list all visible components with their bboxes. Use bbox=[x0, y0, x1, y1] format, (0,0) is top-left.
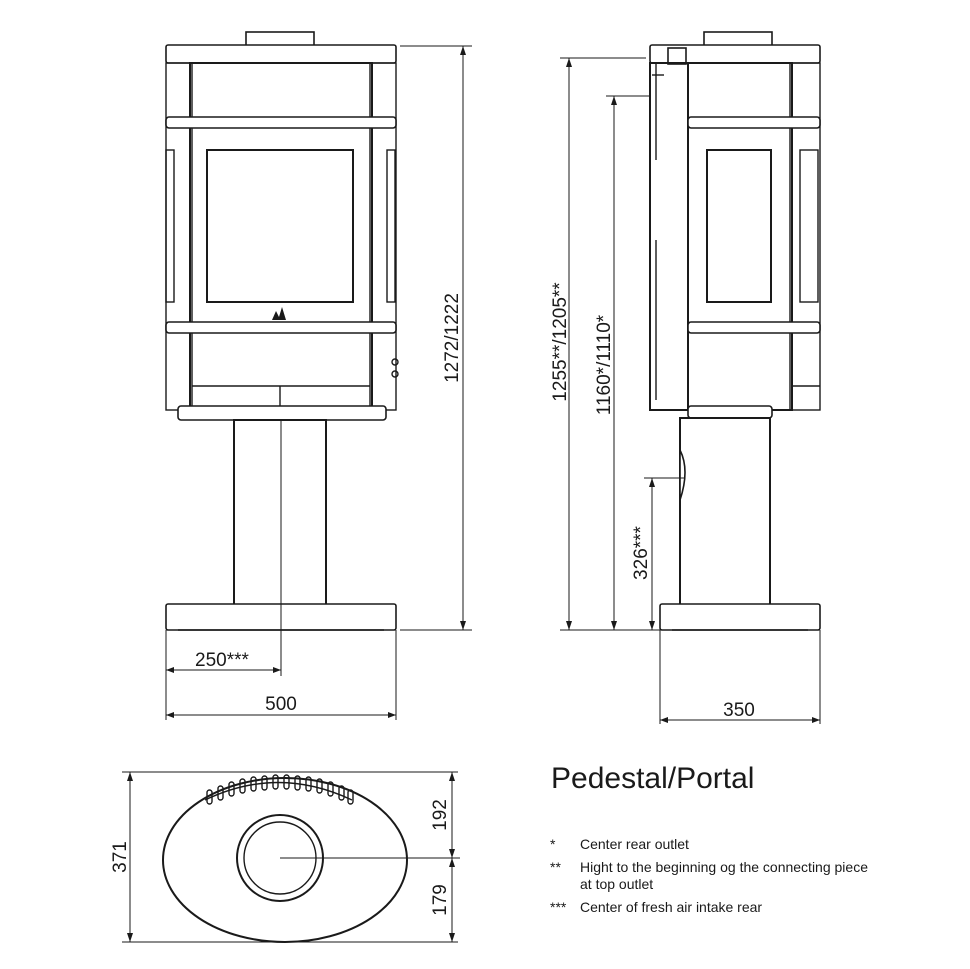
dim-base-front-offset: 192 bbox=[430, 799, 451, 831]
front-logo-icon bbox=[272, 307, 286, 320]
notes-legend: * Center rear outlet ** Hight to the beg… bbox=[550, 836, 870, 922]
note-text: Hight to the beginning og the connecting… bbox=[580, 859, 868, 892]
side-dimensions: 1255**/1205** 1160*/1110* 326*** 350 bbox=[550, 57, 821, 724]
side-top-outlet bbox=[703, 31, 773, 47]
front-top-plate bbox=[165, 44, 397, 64]
note-item: ** Hight to the beginning og the connect… bbox=[550, 859, 870, 893]
dim-base-depth: 371 bbox=[110, 841, 131, 873]
front-door-window bbox=[206, 149, 354, 303]
note-item: *** Center of fresh air intake rear bbox=[550, 899, 870, 916]
dim-front-air-offset: 250*** bbox=[195, 650, 249, 671]
dim-front-width: 500 bbox=[265, 694, 297, 715]
dim-front-total-height: 1272/1222 bbox=[442, 293, 463, 383]
dim-side-outlet-height: 1160*/1110* bbox=[594, 314, 615, 415]
note-text: Center rear outlet bbox=[580, 836, 689, 852]
base-vent-slots bbox=[204, 774, 354, 805]
note-text: Center of fresh air intake rear bbox=[580, 899, 763, 915]
drawing-title: Pedestal/Portal bbox=[551, 762, 755, 795]
side-view bbox=[649, 31, 821, 631]
side-body bbox=[687, 62, 793, 411]
side-air-intake bbox=[679, 449, 686, 501]
note-mark: ** bbox=[550, 859, 561, 875]
base-top-view bbox=[162, 774, 460, 943]
note-mark: * bbox=[550, 836, 556, 852]
base-dimensions: 371 192 179 bbox=[110, 771, 458, 943]
note-mark: *** bbox=[550, 899, 567, 915]
front-left-side-panel bbox=[165, 62, 193, 411]
dim-side-depth: 350 bbox=[723, 700, 755, 721]
base-oval bbox=[162, 777, 408, 943]
side-window bbox=[706, 149, 772, 303]
front-view bbox=[165, 31, 399, 631]
side-front-panel bbox=[789, 62, 821, 411]
front-right-side-panel bbox=[369, 62, 397, 411]
side-upper-band bbox=[687, 116, 821, 129]
front-upper-band bbox=[165, 116, 397, 129]
dim-side-top-height: 1255**/1205** bbox=[550, 282, 571, 402]
dim-side-air-height: 326*** bbox=[631, 525, 652, 579]
dim-base-rear-offset: 179 bbox=[430, 884, 451, 916]
front-body bbox=[189, 62, 373, 411]
note-item: * Center rear outlet bbox=[550, 836, 870, 853]
front-control-knob bbox=[391, 358, 399, 366]
front-bottom-plate bbox=[177, 405, 387, 421]
front-dimensions: 1272/1222 250*** 500 bbox=[165, 45, 472, 720]
side-pedestal-base bbox=[659, 603, 821, 631]
front-lower-band bbox=[165, 321, 397, 334]
side-lower-band bbox=[687, 321, 821, 334]
front-pedestal-column bbox=[233, 419, 327, 607]
side-pedestal-column bbox=[679, 417, 771, 607]
side-rear-connector bbox=[667, 47, 687, 65]
front-top-outlet bbox=[245, 31, 315, 47]
